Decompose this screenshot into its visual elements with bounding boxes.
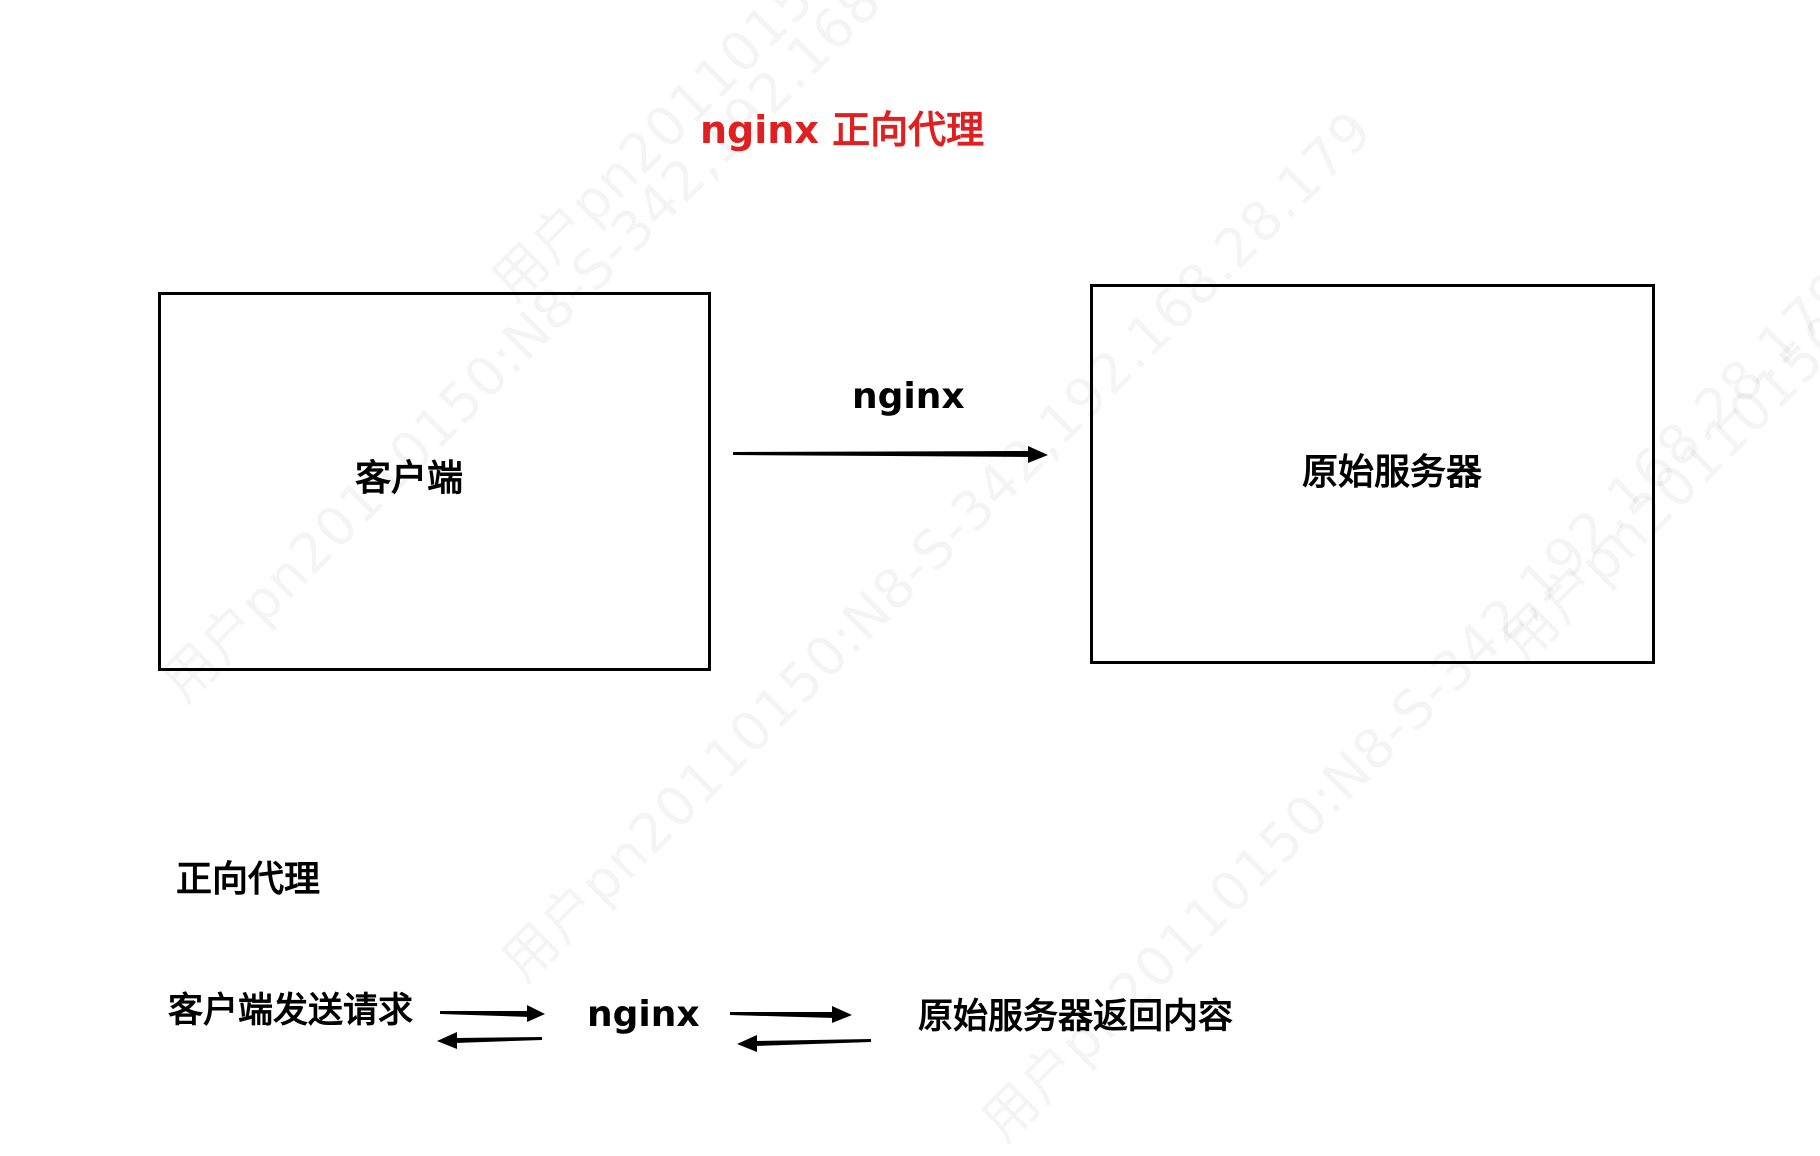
watermark-text: 用户pn20110150:N8-S-342,192.168.28.179	[470, 0, 1377, 316]
proxy-to-client-arrow	[437, 1032, 542, 1049]
origin-server-box-label: 原始服务器	[1302, 452, 1483, 493]
proxy-to-server-arrow	[730, 1006, 852, 1023]
diagram-title: nginx 正向代理	[700, 108, 985, 152]
flow-proxy-label: nginx	[587, 994, 700, 1035]
server-to-proxy-arrow	[737, 1035, 871, 1052]
top-arrow-label: nginx	[852, 376, 965, 417]
client-box	[158, 292, 711, 671]
client-box-label: 客户端	[355, 458, 464, 499]
flow-server-label: 原始服务器返回内容	[918, 997, 1234, 1037]
origin-server-box	[1090, 284, 1655, 664]
top-arrow	[733, 446, 1048, 463]
client-to-proxy-arrow	[440, 1005, 545, 1022]
flow-client-label: 客户端发送请求	[168, 991, 414, 1031]
section-heading: 正向代理	[176, 859, 321, 900]
